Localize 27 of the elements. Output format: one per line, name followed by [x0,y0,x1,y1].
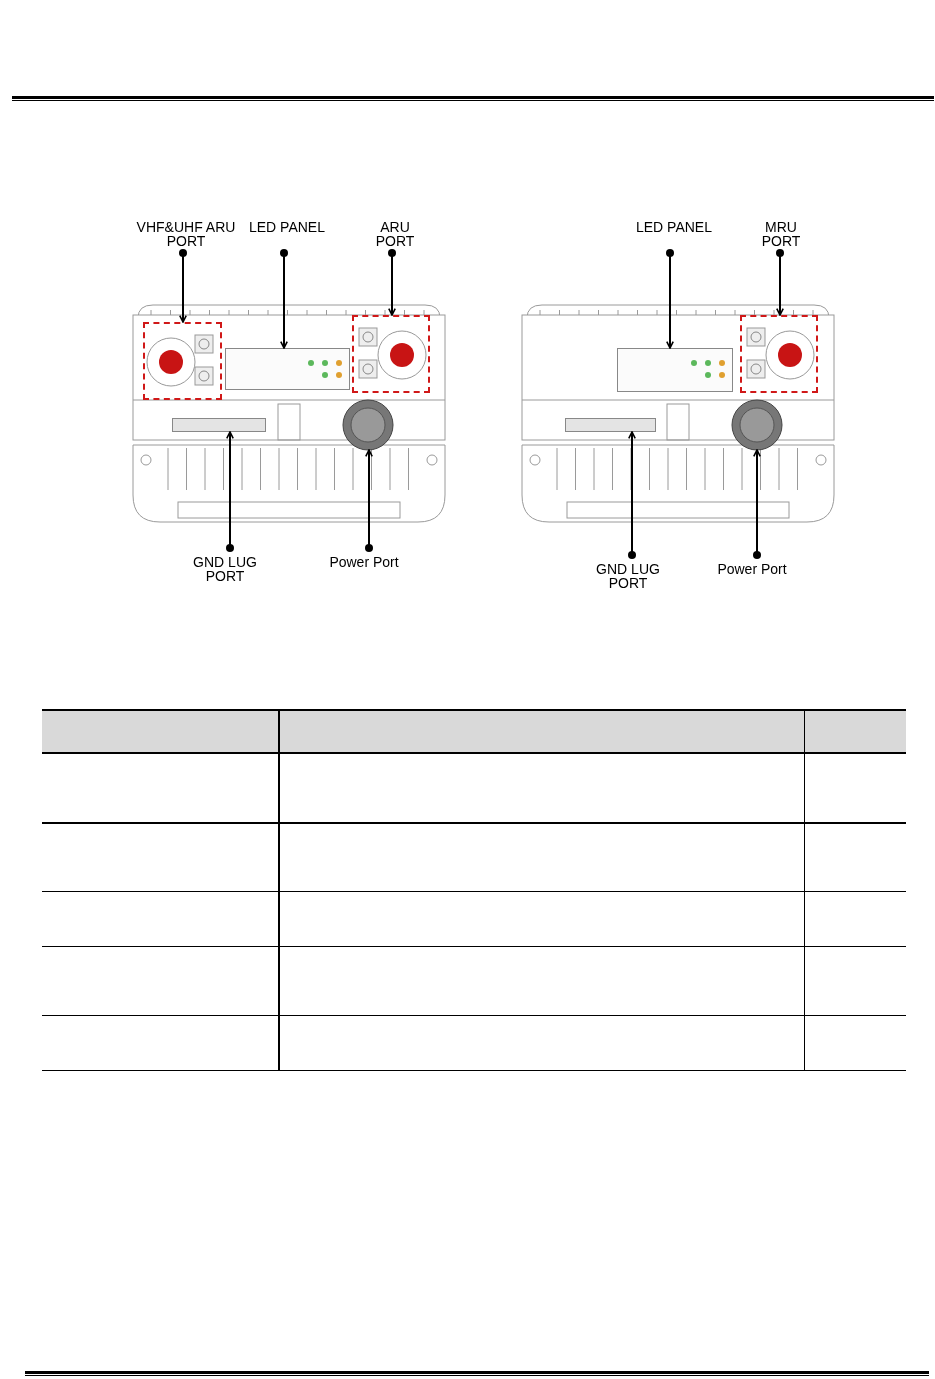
ground-lug [565,418,656,432]
port-group-outline [352,315,430,393]
leader-line [753,449,761,559]
port-label: Power Port [717,562,787,576]
port-label: VHF&UHF ARU PORT [136,220,236,248]
leader-line [666,249,674,349]
port-group-outline [740,315,818,393]
port-label: GND LUG PORT [180,555,270,583]
leader-line [776,249,784,316]
power-connector [732,400,782,450]
leader-line [226,431,234,552]
leader-line [179,249,187,323]
led-panel [225,348,350,390]
port-label: LED PANEL [634,220,714,234]
port-label: Power Port [329,555,399,569]
leader-line [628,431,636,559]
port-label: LED PANEL [247,220,327,234]
power-connector [343,400,393,450]
port-label: GND LUG PORT [583,562,673,590]
port-label: ARU PORT [360,220,430,248]
led-panel [617,348,733,392]
leader-line [388,249,396,316]
port-label: MRU PORT [746,220,816,248]
ground-lug [172,418,266,432]
port-group-outline [143,322,222,400]
leader-line [280,249,288,349]
leader-line [365,449,373,552]
